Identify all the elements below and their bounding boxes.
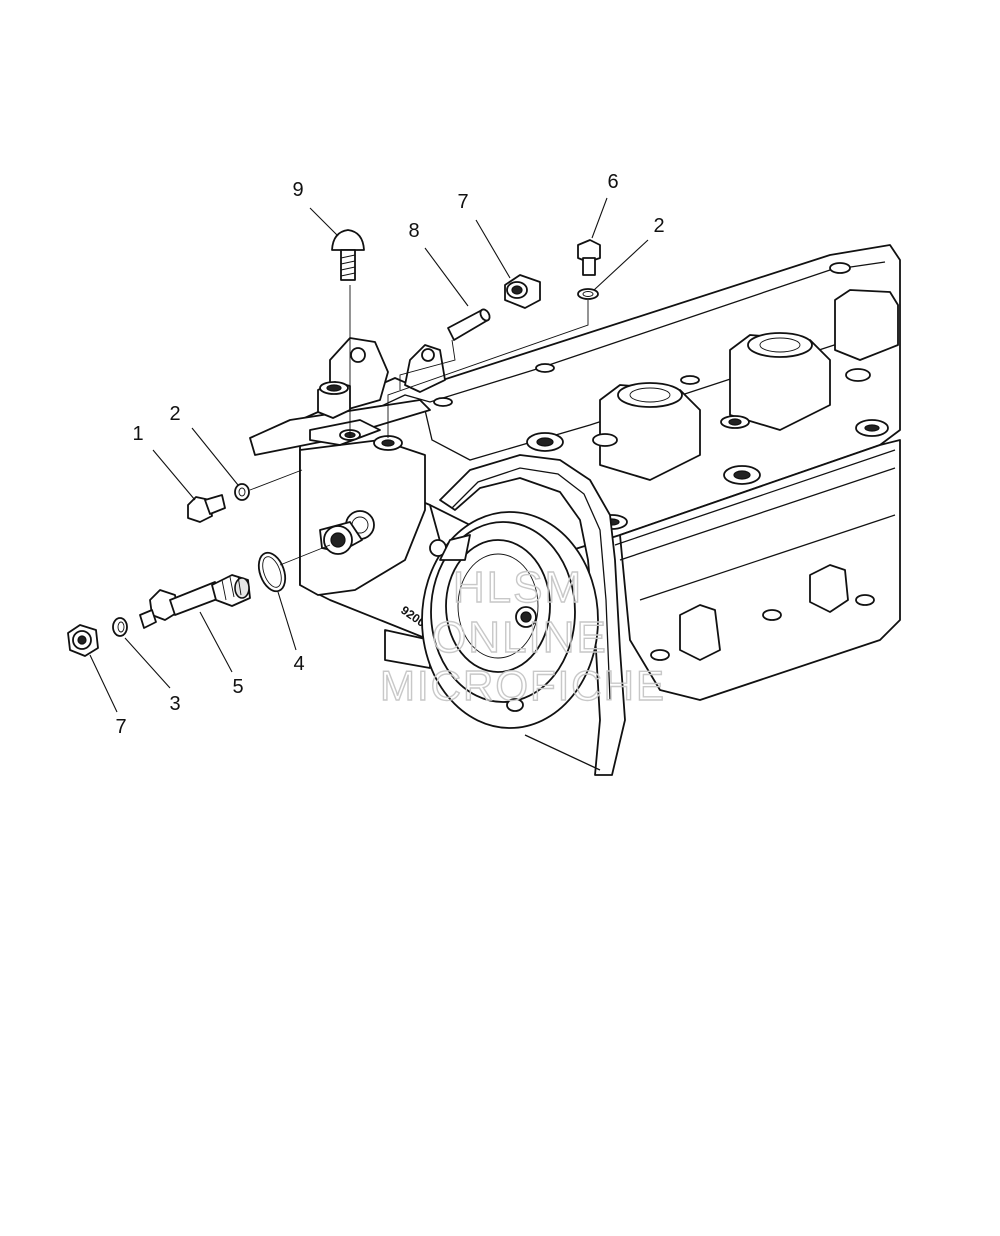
part-8-dowel: [447, 308, 491, 341]
part-1-bolt: [187, 494, 226, 523]
callout-label: 2: [653, 215, 664, 237]
watermark-line: HLSM: [453, 563, 583, 612]
part-2-washer-left: [234, 483, 250, 501]
callout-label: 7: [457, 191, 468, 213]
callout-label: 4: [293, 653, 304, 675]
callout-label: 7: [115, 716, 126, 738]
part-2-washer-top: [577, 288, 599, 300]
watermark-line: ONLINE: [432, 613, 608, 662]
watermark: HLSM ONLINE MICROFICHE: [379, 562, 666, 709]
part-3-lock-washer: [112, 617, 128, 637]
callout-label: 9: [292, 179, 303, 201]
leader-lines: [89, 197, 649, 713]
cylinder-head: 9200.97: [249, 244, 901, 701]
part-9-pin: [331, 229, 365, 281]
timing-cover: [421, 454, 626, 776]
callout-label: 5: [232, 676, 243, 698]
callout-label: 3: [169, 693, 180, 715]
callout-label: 2: [169, 403, 180, 425]
part-7-nut-left: [67, 624, 99, 657]
assembly-lines: [249, 285, 589, 566]
part-4-o-ring: [257, 551, 287, 593]
callout-label: 8: [408, 220, 419, 242]
part-6-bolt: [577, 239, 601, 276]
callout-label: 6: [607, 171, 618, 193]
part-5-sensor: [139, 574, 251, 629]
callout-label: 1: [132, 423, 143, 445]
callout-numbers: 9 8 7 6 2 2 1 4 5 3 7: [115, 171, 664, 738]
part-7-nut-top: [504, 274, 541, 309]
watermark-line: MICROFICHE: [380, 662, 666, 709]
